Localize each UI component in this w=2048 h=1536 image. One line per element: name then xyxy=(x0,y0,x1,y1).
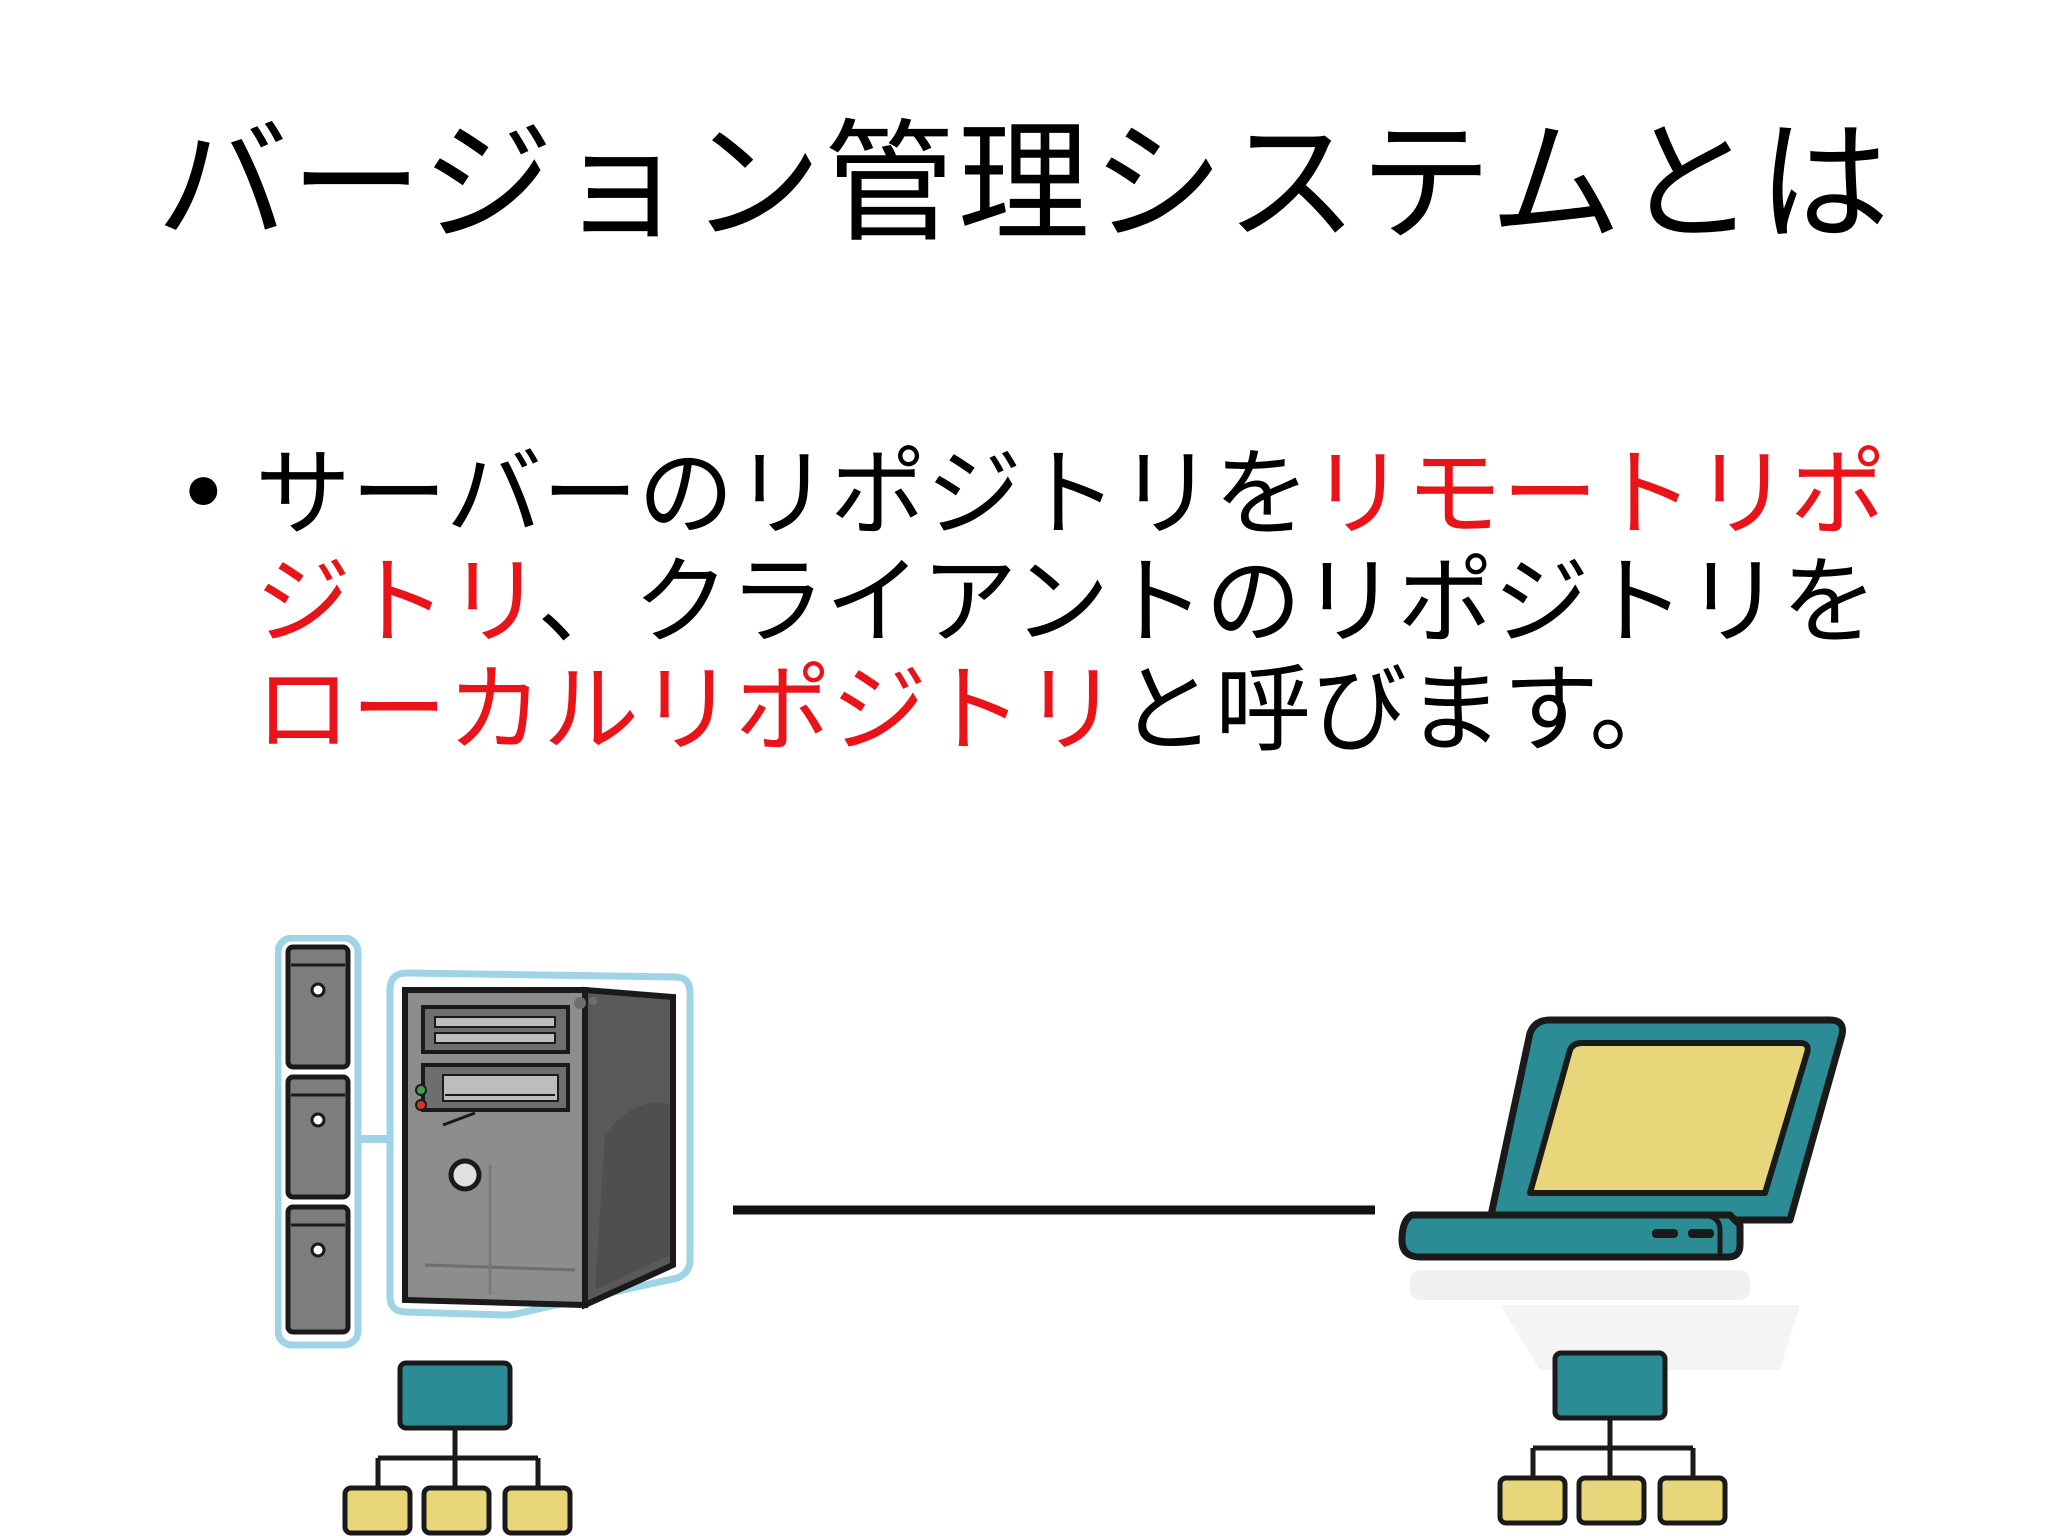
term-local-repository: ローカルリポジトリ xyxy=(255,654,1119,766)
repository-tree-icon xyxy=(342,1360,573,1536)
server-tower-icon xyxy=(275,935,694,1349)
term-remote-repository: リモートリポジトリ xyxy=(255,438,1887,658)
laptop-icon xyxy=(1398,1016,1846,1261)
bullet-marker: • xyxy=(175,438,232,550)
body-text-3: と呼びます。 xyxy=(1119,654,1686,766)
slide-title: バージョン管理システムとは xyxy=(156,107,1892,261)
connection-line xyxy=(733,1205,1375,1215)
bullet-text: サーバーのリポジトリをリモートリポジトリ、クライアントのリポジトリをローカルリポ… xyxy=(255,440,1895,764)
illustration xyxy=(260,900,1860,1536)
repository-tree-icon-client xyxy=(1497,1350,1728,1526)
body-text-2: 、クライアントのリポジトリを xyxy=(537,546,1878,658)
body-text-1: サーバーのリポジトリを xyxy=(255,438,1311,550)
